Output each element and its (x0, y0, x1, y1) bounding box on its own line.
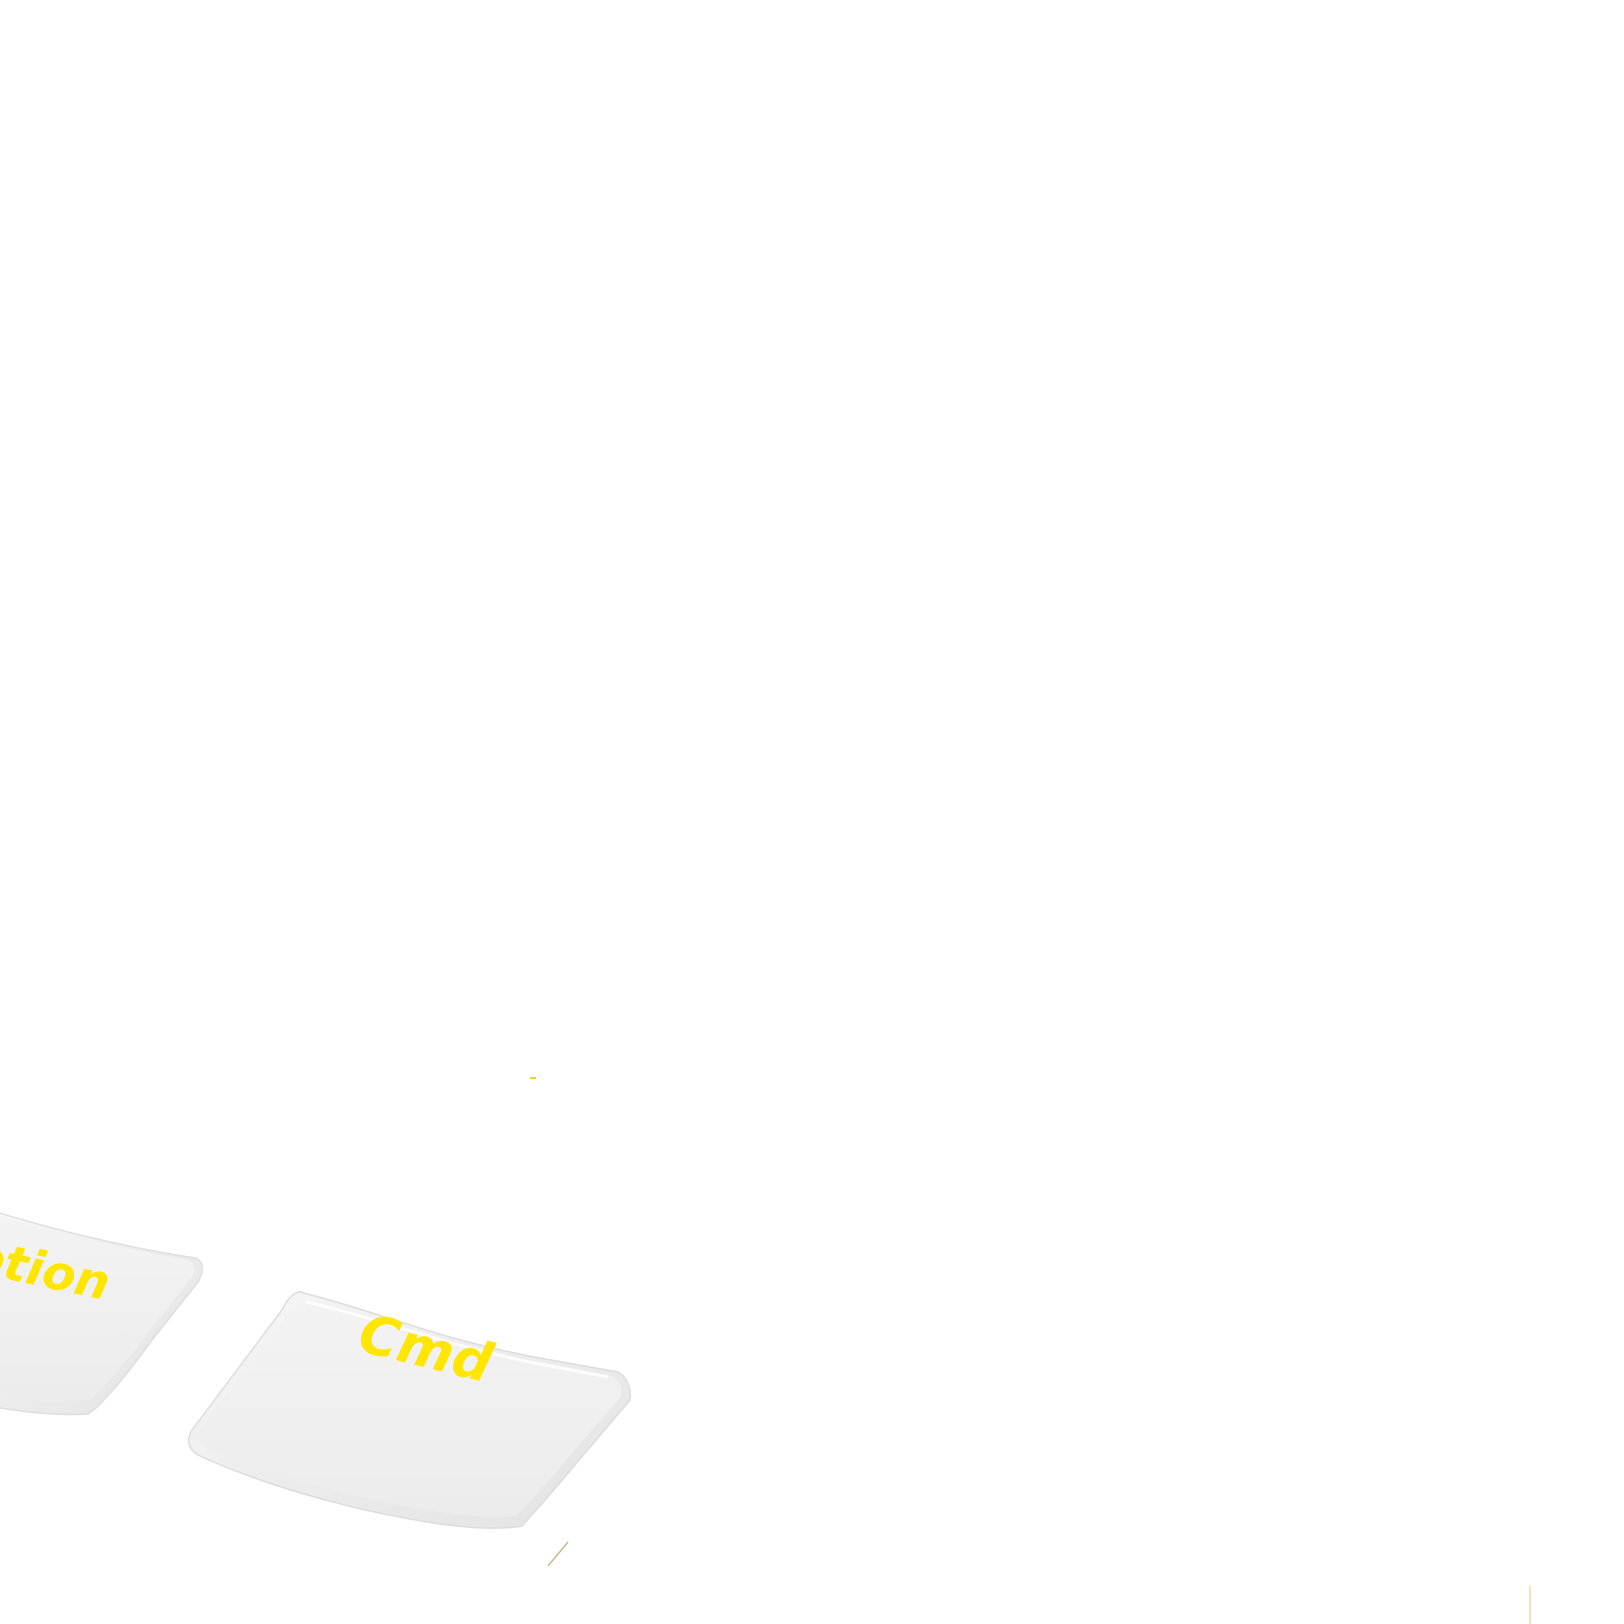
cmd-keycap: Cmd (187, 1291, 632, 1529)
option-keycap: ption (0, 1212, 203, 1416)
stray-mark-2 (547, 1541, 569, 1567)
